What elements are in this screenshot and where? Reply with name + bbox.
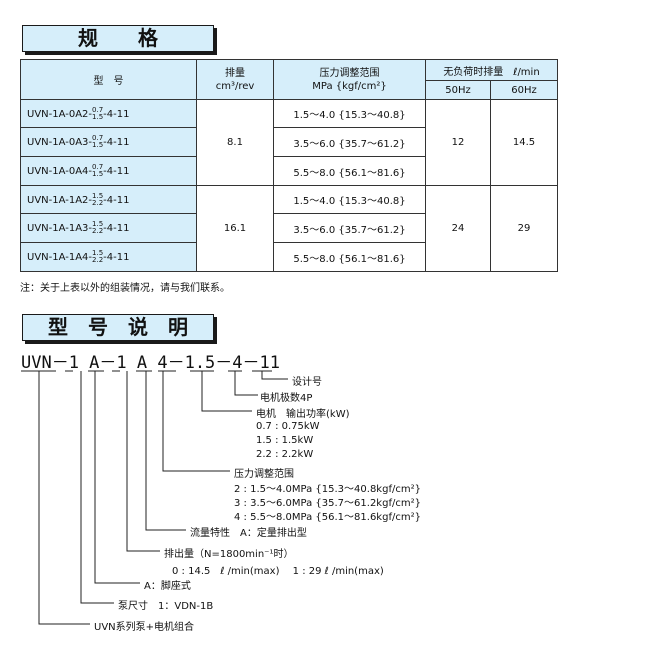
- disp-group1: 8.1: [196, 99, 274, 186]
- hz50-group2: 24: [425, 185, 491, 272]
- hz60-group1: 14.5: [490, 99, 558, 186]
- col-60hz: 60Hz: [490, 80, 558, 100]
- model-code: UVN－1 A－1 A 4－1.5－4－11: [21, 353, 280, 373]
- disp-group2: 16.1: [196, 185, 274, 272]
- model-header: 型 号 说 明: [22, 314, 214, 341]
- hz60-group2: 29: [490, 185, 558, 272]
- table-note: 注：关于上表以外的组装情况，请与我们联系。: [20, 283, 230, 294]
- spec-header: 规 格: [22, 25, 214, 52]
- col-50hz: 50Hz: [425, 80, 491, 100]
